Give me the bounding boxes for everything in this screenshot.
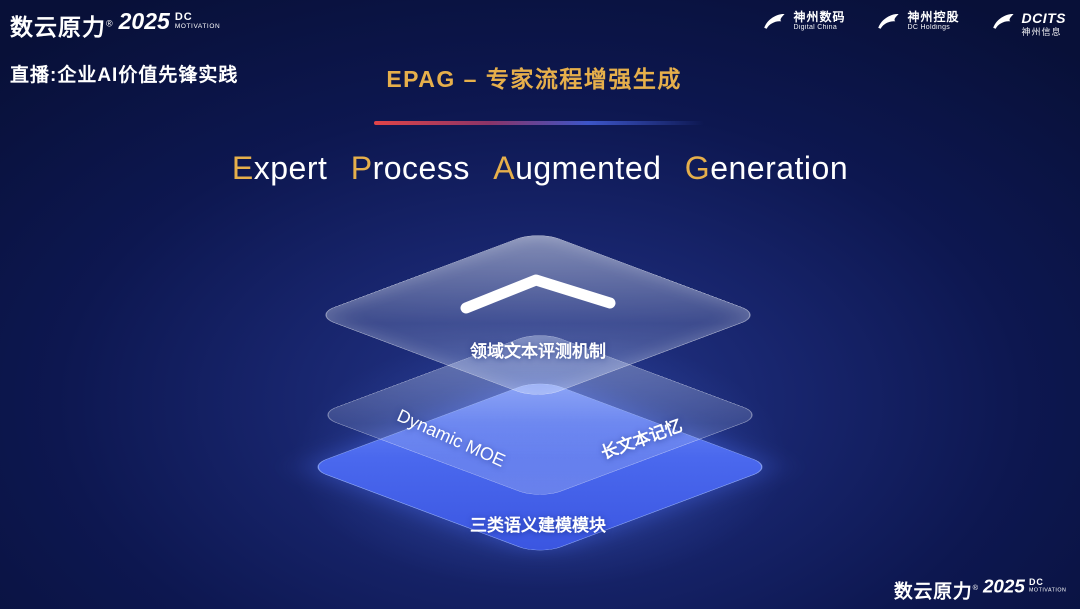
logo-subtitle: Digital China [793, 24, 838, 32]
brand-tagline-bottom: MOTIVATION [174, 22, 221, 30]
gradient-divider [374, 121, 704, 125]
title-word: Augmented [493, 150, 662, 186]
logo-subtitle: 神州信息 [1021, 26, 1062, 37]
top-layer-label: 领域文本评测机制 [470, 342, 606, 361]
swoosh-icon [764, 13, 786, 29]
title-word: Expert [231, 150, 328, 186]
bottom-layer-label: 三类语义建模模块 [470, 516, 606, 535]
logo-digital-china: 神州数码 Digital China [761, 10, 845, 36]
brand-name: 数云原力® [893, 580, 979, 602]
brand-year: 2025 [982, 575, 1025, 597]
live-stream-label: 直播:企业AI价值先锋实践 [10, 65, 239, 86]
main-title: Expert Process Augmented Generation [0, 150, 1080, 187]
logo-name: 神州数码 [793, 10, 846, 24]
chevron-up-icon [460, 274, 616, 314]
logo-dcits: DCITS 神州信息 [990, 10, 1067, 38]
title-word: Generation [684, 150, 849, 186]
swoosh-icon [992, 13, 1014, 29]
logo-subtitle: DC Holdings [907, 24, 951, 32]
logo-name: DCITS [1021, 10, 1066, 26]
brand-tagline-top: DC [1028, 577, 1044, 588]
brand-logo-bottomright: 数云原力® 2025 DC MOTIVATION [894, 575, 1066, 603]
brand-name: 数云原力® [10, 14, 114, 40]
partner-logos: 神州数码 Digital China 神州控股 DC Holdings DCIT… [761, 10, 1066, 38]
brand-logo-topleft: 数云原力® 2025 DC MOTIVATION [10, 8, 220, 42]
brand-tagline-top: DC [174, 11, 193, 23]
brand-year: 2025 [118, 8, 170, 34]
swoosh-icon [878, 13, 900, 29]
registered-mark: ® [972, 583, 979, 592]
slide-title: EPAG – 专家流程增强生成 [386, 66, 682, 92]
brand-tagline: DC MOTIVATION [1029, 578, 1066, 593]
title-word: Process [350, 150, 470, 186]
brand-tagline: DC MOTIVATION [174, 11, 221, 30]
logo-name: 神州控股 [907, 10, 960, 24]
logo-dc-holdings: 神州控股 DC Holdings [875, 10, 959, 36]
brand-tagline-bottom: MOTIVATION [1028, 587, 1066, 593]
registered-mark: ® [106, 18, 114, 29]
